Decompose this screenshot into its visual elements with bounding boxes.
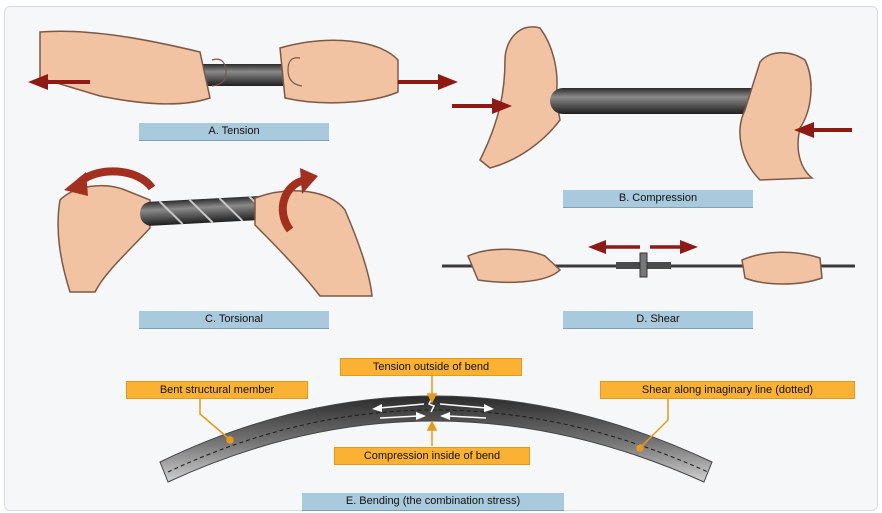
shear-bolt [640, 253, 647, 277]
bent-beam [160, 396, 712, 482]
left-hand [40, 31, 210, 104]
left-hand [480, 27, 560, 168]
callout-tension-outside: Tension outside of bend [340, 358, 522, 376]
compression-rod [550, 88, 766, 114]
right-hand [742, 252, 822, 284]
left-arrow-icon [588, 240, 640, 254]
torsional-illustration [58, 186, 372, 296]
bending-illustration [160, 396, 712, 482]
callout-shear-line: Shear along imaginary line (dotted) [600, 381, 855, 399]
right-arrow-icon [650, 240, 698, 254]
right-hand [255, 191, 372, 296]
compression-illustration [480, 27, 812, 180]
left-hand [468, 249, 560, 282]
label-tension: A. Tension [139, 123, 329, 141]
callout-bent-member: Bent structural member [126, 381, 308, 399]
right-hand [740, 53, 812, 180]
label-torsional: C. Torsional [139, 311, 329, 329]
tension-illustration [40, 31, 398, 104]
callout-compression-inside: Compression inside of bend [334, 447, 530, 465]
right-arrow-icon [398, 74, 458, 90]
right-hand [280, 40, 398, 102]
label-compression: B. Compression [563, 190, 753, 208]
label-shear: D. Shear [563, 311, 753, 329]
label-bending: E. Bending (the combination stress) [302, 493, 564, 511]
left-hand [58, 186, 150, 292]
shear-illustration [442, 249, 855, 284]
